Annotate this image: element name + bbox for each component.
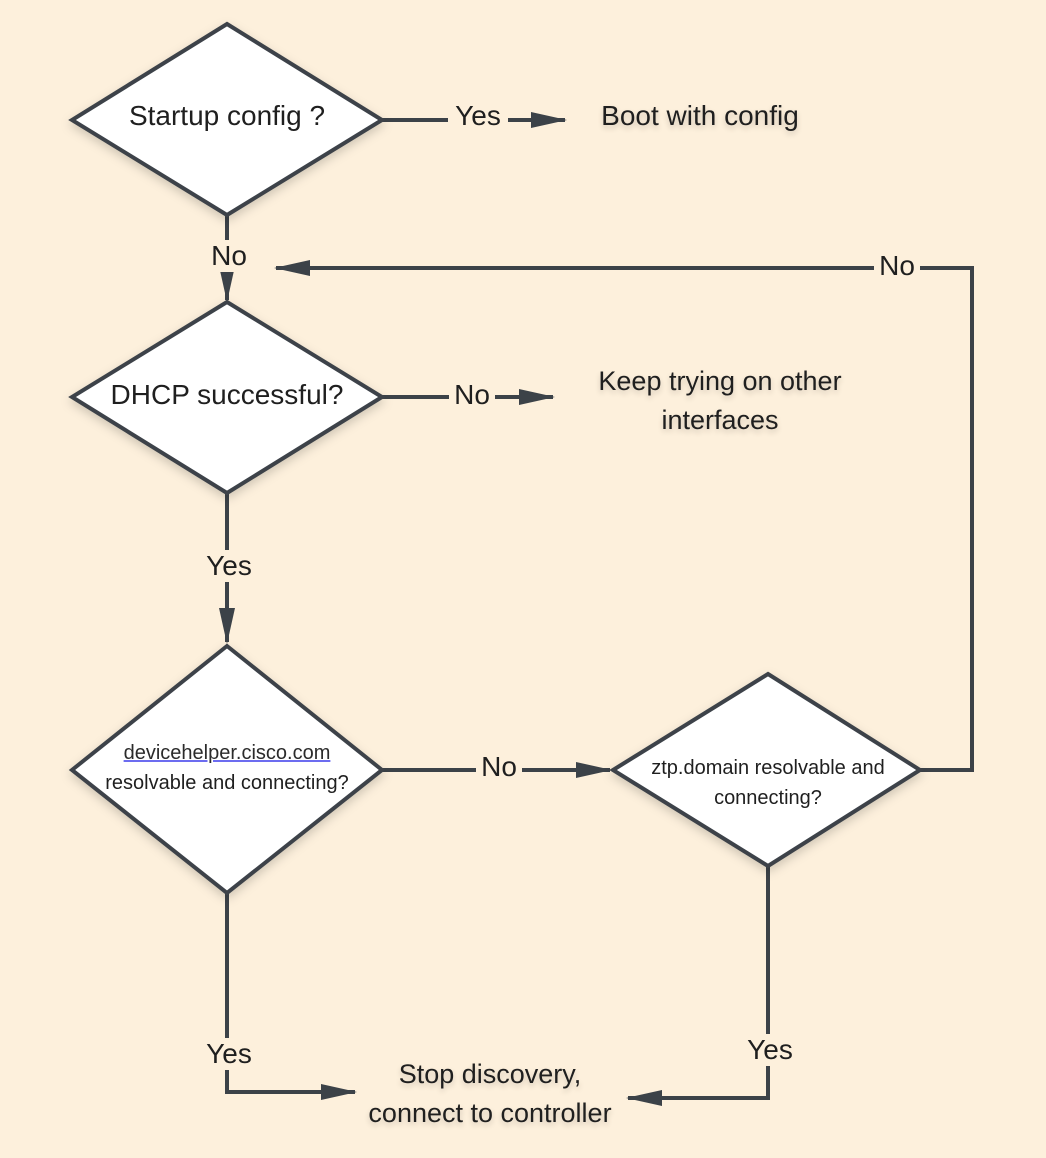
node-boot-text: Boot with config — [601, 100, 799, 131]
node-ztp-line2: connecting? — [714, 787, 822, 809]
edge-label-ztp-no: No — [874, 250, 920, 282]
node-keep-trying: Keep trying on other interfaces — [560, 362, 880, 440]
node-ztp-line1: ztp.domain resolvable and — [651, 757, 885, 779]
node-stop-line2: connect to controller — [368, 1098, 612, 1128]
node-stop-line1: Stop discovery, — [398, 1059, 582, 1089]
node-dhcp-diamond — [68, 299, 386, 496]
edge-devicehelper-yes — [225, 893, 357, 1100]
edge-label-devicehelper-no: No — [476, 751, 522, 783]
node-startup-text: Startup config ? — [128, 100, 326, 131]
edge-label-devicehelper-yes: Yes — [200, 1038, 258, 1070]
edge-ztp-yes — [626, 866, 770, 1106]
devicehelper-link[interactable]: devicehelper.cisco.com — [123, 742, 331, 764]
node-ztp-diamond — [609, 671, 924, 869]
edge-label-dhcp-no: No — [449, 379, 495, 411]
node-stop: Stop discovery, connect to controller — [340, 1055, 640, 1133]
node-devicehelper: devicehelper.cisco.com resolvable and co… — [72, 738, 382, 798]
node-devicehelper-line2: resolvable and connecting? — [105, 772, 349, 794]
node-keep-trying-line2: interfaces — [661, 405, 779, 435]
edge-label-dhcp-yes: Yes — [200, 550, 258, 582]
node-dhcp-text: DHCP successful? — [110, 379, 344, 410]
edge-label-startup-no: No — [204, 240, 254, 272]
edge-label-ztp-yes: Yes — [741, 1034, 799, 1066]
node-startup-diamond — [68, 21, 386, 218]
node-ztp: ztp.domain resolvable and connecting? — [613, 753, 923, 813]
edge-ztp-no — [274, 260, 974, 772]
node-keep-trying-line1: Keep trying on other — [598, 366, 842, 396]
node-devicehelper-diamond — [68, 643, 386, 896]
edge-label-startup-yes: Yes — [448, 100, 508, 132]
